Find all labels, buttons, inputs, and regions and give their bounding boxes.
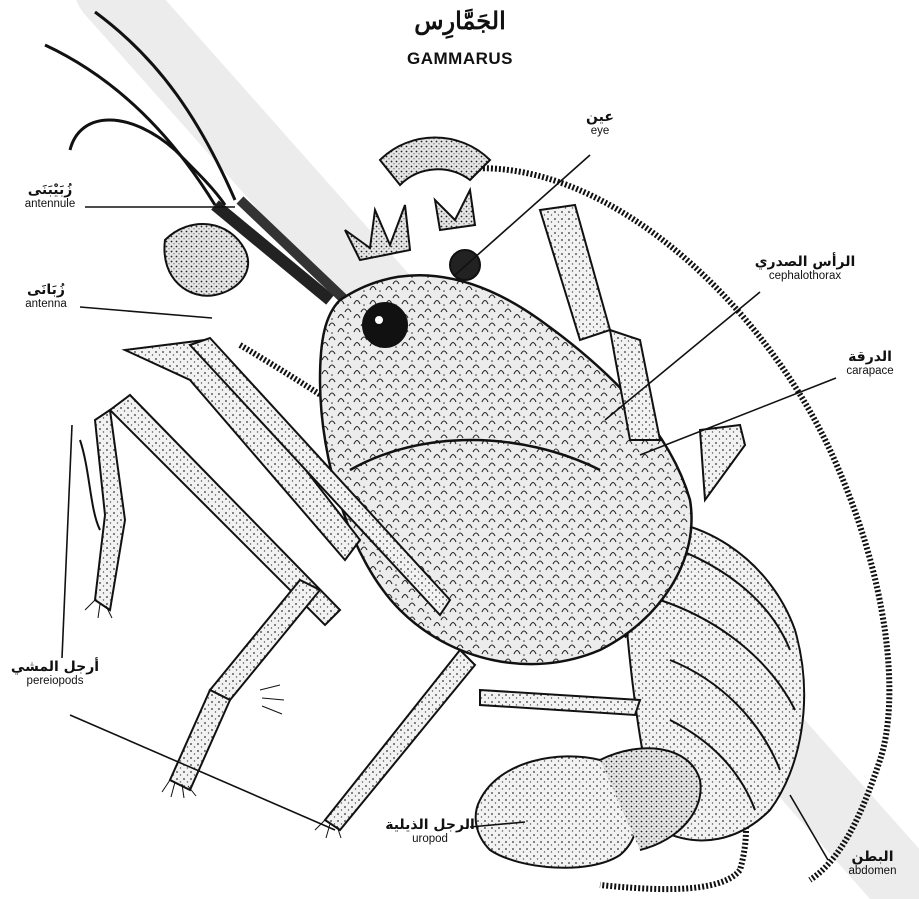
tail-fan bbox=[476, 748, 701, 867]
label-antennule-english: antennule bbox=[0, 198, 100, 210]
label-antenna: زُبَانَى antenna bbox=[0, 283, 92, 310]
label-pereiopods-arabic: أرجل المشي bbox=[0, 660, 110, 675]
label-antenna-english: antenna bbox=[0, 298, 92, 310]
label-uropod: الرجل الذيلية uropod bbox=[375, 818, 485, 845]
label-abdomen-english: abdomen bbox=[830, 865, 915, 877]
title-english: GAMMARUS bbox=[390, 50, 530, 68]
label-pereiopods-english: pereiopods bbox=[0, 675, 110, 687]
label-eye: عين eye bbox=[570, 110, 630, 137]
label-cephalothorax-english: cephalothorax bbox=[745, 270, 865, 282]
label-cephalothorax: الرأس الصدري cephalothorax bbox=[745, 255, 865, 282]
label-carapace-arabic: الدرقة bbox=[830, 350, 910, 365]
label-carapace-english: carapace bbox=[830, 365, 910, 377]
label-cephalothorax-arabic: الرأس الصدري bbox=[745, 255, 865, 270]
label-abdomen-arabic: البطن bbox=[830, 850, 915, 865]
label-antennule: زُبَيْبَنَى antennule bbox=[0, 183, 100, 210]
label-uropod-arabic: الرجل الذيلية bbox=[375, 818, 485, 833]
label-eye-english: eye bbox=[570, 125, 630, 137]
label-antenna-arabic: زُبَانَى bbox=[0, 283, 92, 298]
label-uropod-english: uropod bbox=[375, 833, 485, 845]
label-antennule-arabic: زُبَيْبَنَى bbox=[0, 183, 100, 198]
label-pereiopods: أرجل المشي pereiopods bbox=[0, 660, 110, 687]
label-eye-arabic: عين bbox=[570, 110, 630, 125]
label-carapace: الدرقة carapace bbox=[830, 350, 910, 377]
label-abdomen: البطن abdomen bbox=[830, 850, 915, 877]
title-arabic: الجَمَّارِس bbox=[390, 8, 530, 33]
